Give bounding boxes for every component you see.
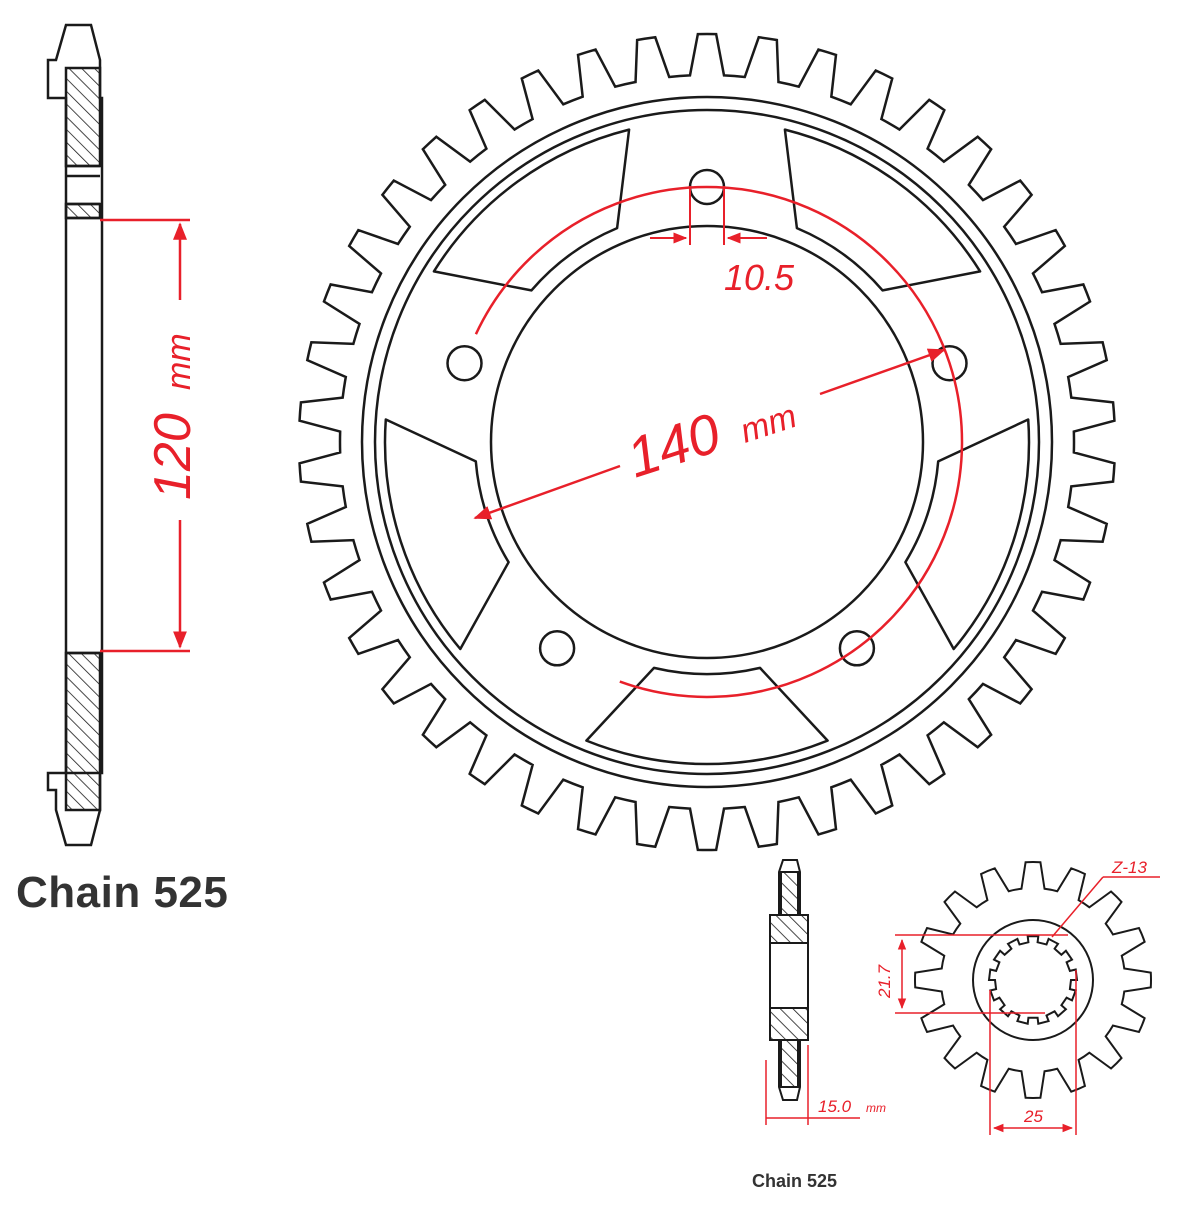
dim-15-label: 15.0 [818,1097,852,1116]
profile-hatch-top-small [64,202,102,220]
chain-caption-small: Chain 525 [752,1171,838,1191]
dim-21-7-label: 21.7 [875,964,894,999]
rear-cutout-window [383,418,510,651]
rear-rim-inner [373,108,1041,776]
front-sprocket-profile [769,859,809,1101]
chain-caption-main: Chain 525 [16,868,229,917]
front-spline-bore [987,935,1079,1025]
front-sprocket-face [913,860,1153,1100]
rear-cutouts [383,128,1031,766]
dim-10-5-label: 10.5 [724,257,795,298]
rear-bolt-hole [931,344,968,382]
rear-rim-outer [360,95,1054,789]
bolt-circle-arc [474,185,964,699]
rear-cutout-window [432,128,631,292]
rear-cutout-window [783,128,982,292]
front-hub-circle [972,919,1094,1041]
dim-140-unit: mm [736,397,802,451]
dimension-center-bore: 120 mm [100,218,202,653]
rear-bolt-hole [538,630,576,667]
dim-140-label: 140 [619,401,727,490]
rear-bolt-hole [446,344,483,382]
rear-center-bore [489,224,925,660]
rear-sprocket-face [298,32,1116,852]
profile-hatch-bottom [64,651,102,812]
rear-cutout-window [585,666,829,766]
front-thickness-dimension: 15.0 mm [765,1045,886,1125]
rear-sprocket-teeth-outline [298,32,1116,852]
profile-hatch-top [64,66,102,168]
front-sprocket-teeth-outline [913,860,1153,1100]
rear-dimensions: 10.5 140 mm [473,185,964,699]
dim-120-label: 120 [144,413,202,500]
front-dimensions: 21.7 25 Z-13 [875,858,1160,1135]
rear-sprocket-profile [46,23,104,847]
rear-cutout-window [904,418,1031,651]
dim-15-unit: mm [866,1101,886,1115]
rear-bolt-hole [838,630,876,667]
dim-25-label: 25 [1023,1107,1043,1126]
dim-z13-label: Z-13 [1111,858,1148,877]
dim-120-unit: mm [160,333,198,390]
